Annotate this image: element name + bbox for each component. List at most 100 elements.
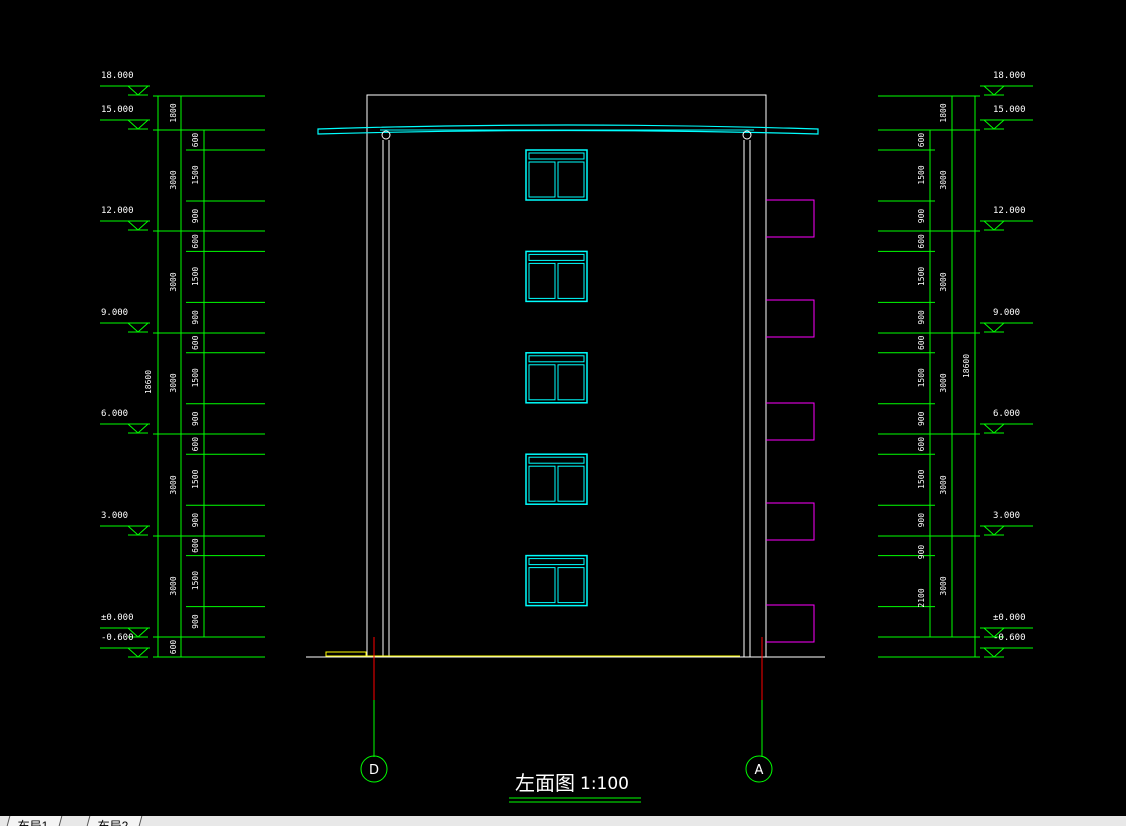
level-label: 3.000 [101,511,128,521]
window-pane [557,364,585,401]
level-label: 6.000 [993,409,1020,419]
level-label: -0.600 [993,633,1026,643]
left-detail-dim: 1500 [191,571,200,590]
level-marker [127,525,149,536]
drawing-title-block: 左面图 1:100 [509,771,641,803]
right-floor-dim: 3000 [939,373,948,392]
level-marker [983,423,1005,434]
left-detail-dim: 900 [191,513,200,528]
window-frame [525,453,588,505]
left-detail-dim: 600 [191,335,200,350]
left-detail-dim: 900 [191,411,200,426]
step [325,651,367,657]
right-detail-dim: 900 [917,209,926,224]
window-pane [528,567,556,604]
level-label: 12.000 [993,206,1026,216]
level-label: 9.000 [101,308,128,318]
column-cap [381,130,391,140]
balcony-outline [766,604,815,643]
axis-bubble-a [745,755,773,783]
level-label: 3.000 [993,511,1020,521]
level-label: 15.000 [101,105,134,115]
left-detail-dim: 900 [191,310,200,325]
tab-layout-1[interactable]: 布局1 [6,816,63,826]
level-label: 18.000 [993,71,1026,81]
drawing-title: 左面图 [515,771,575,795]
drawing-scale: 1:100 [580,774,629,794]
right-detail-dim: 900 [917,513,926,528]
axis-label-d: D [369,763,379,778]
left-detail-dim: 900 [191,614,200,629]
window-transom [528,456,585,464]
level-label: 12.000 [101,206,134,216]
right-detail-dim: 600 [917,133,926,148]
building-elevation [306,94,825,658]
window-pane [528,161,556,198]
level-marker [983,647,1005,658]
right-floor-dim: 3000 [939,272,948,291]
level-marker [127,119,149,130]
left-detail-dim: 600 [191,133,200,148]
right-detail-dim: 900 [917,411,926,426]
right-detail-dim: 600 [917,437,926,452]
window [525,453,588,505]
layout-tab-bar: 布局1 布局2 [0,816,1126,826]
right-detail-dim: 1500 [917,469,926,488]
window-transom [528,253,585,261]
window-pane [557,465,585,502]
window-pane [557,262,585,299]
level-marker [127,220,149,231]
left-detail-dim: 600 [191,538,200,553]
left-floor-dim: 1800 [169,103,178,122]
window-frame [525,149,588,201]
left-dimension-group: 18.000 15.000 12.000 9.000 6.000 3.000 ±0.000 -… [100,71,265,658]
level-marker [127,85,149,96]
right-detail-dim: 900 [917,310,926,325]
window-frame [525,352,588,404]
level-label: ±0.000 [101,613,134,623]
window [525,352,588,404]
window-pane [557,567,585,604]
level-marker [983,220,1005,231]
right-detail-dim: 2100 [917,588,926,607]
left-detail-dim: 1500 [191,368,200,387]
left-detail-dim: 1500 [191,267,200,286]
left-floor-dim: 3000 [169,170,178,189]
left-detail-dim: 1500 [191,165,200,184]
level-label: 6.000 [101,409,128,419]
right-floor-dim: 3000 [939,576,948,595]
window-transom [528,152,585,160]
tab-layout-1-label: 布局1 [17,819,49,826]
right-detail-dim: 600 [917,234,926,249]
level-marker [983,119,1005,130]
left-floor-dim: 3000 [169,272,178,291]
level-label: 18.000 [101,71,134,81]
level-marker [983,322,1005,333]
right-floor-dim: 1800 [939,103,948,122]
level-marker [127,322,149,333]
roof-eave [317,124,819,135]
level-label: -0.600 [101,633,134,643]
left-floor-dim: 600 [169,640,178,655]
level-label: ±0.000 [993,613,1026,623]
right-detail-dim: 1500 [917,368,926,387]
level-marker [127,647,149,658]
window [525,554,588,607]
balcony-outline [766,502,815,541]
column-cap [742,130,752,140]
tab-layout-2-label: 布局2 [97,819,129,826]
window-pane [528,364,556,401]
right-detail-dim: 900 [917,545,926,560]
window-transom [528,355,585,363]
balcony-outline [766,402,815,441]
left-detail-dim: 600 [191,437,200,452]
window-frame [525,250,588,303]
level-marker [983,525,1005,536]
building-outline [366,94,767,658]
right-dimension-group: 18.00015.00012.0009.0006.0003.000±0.000-… [878,71,1033,658]
axis-label-a: A [755,763,764,778]
tab-layout-2[interactable]: 布局2 [86,816,143,826]
balcony-outline [766,199,815,238]
